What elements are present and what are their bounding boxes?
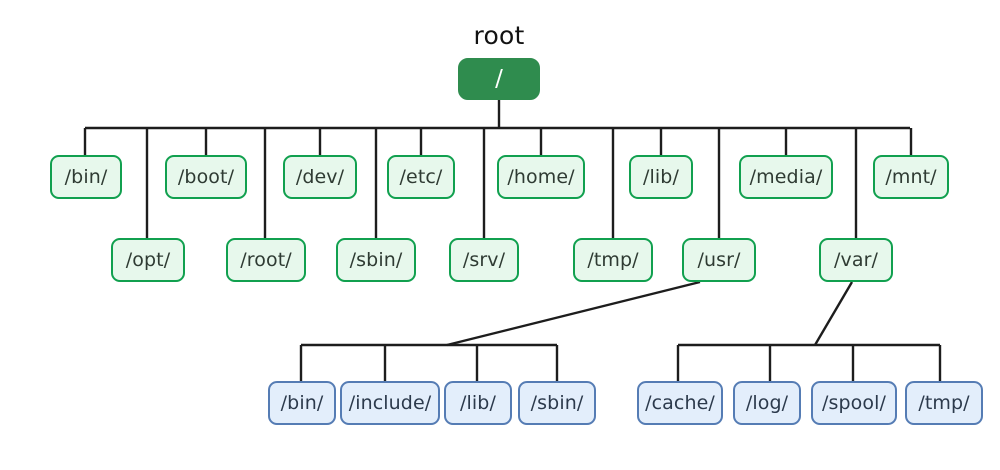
node-label: /home/ — [507, 166, 575, 188]
node-usr-bin[interactable]: /bin/ — [268, 381, 336, 425]
node-srv[interactable]: /srv/ — [449, 238, 519, 282]
node-label: /opt/ — [125, 249, 171, 271]
node-label: /include/ — [348, 392, 432, 414]
root-caption: root — [473, 21, 525, 50]
node-sbin[interactable]: /sbin/ — [336, 238, 416, 282]
node-label: /bin/ — [64, 166, 108, 188]
node-label: /lib/ — [460, 392, 496, 414]
node-var-cache[interactable]: /cache/ — [637, 381, 723, 425]
node-home[interactable]: /home/ — [497, 155, 585, 199]
node-bin[interactable]: /bin/ — [50, 155, 122, 199]
node-label: /usr/ — [697, 249, 741, 271]
node-boot[interactable]: /boot/ — [165, 155, 247, 199]
edge-var-diagonal — [813, 281, 854, 346]
node-usr-sbin[interactable]: /sbin/ — [518, 381, 596, 425]
node-label: /media/ — [749, 166, 823, 188]
node-opt[interactable]: /opt/ — [111, 238, 185, 282]
node-usr-include[interactable]: /include/ — [340, 381, 440, 425]
node-dev[interactable]: /dev/ — [283, 155, 357, 199]
node-root-label: / — [495, 66, 503, 92]
node-label: /etc/ — [399, 166, 443, 188]
node-tmp[interactable]: /tmp/ — [573, 238, 653, 282]
node-var-tmp[interactable]: /tmp/ — [905, 381, 983, 425]
node-var-log[interactable]: /log/ — [733, 381, 801, 425]
node-usr-lib[interactable]: /lib/ — [444, 381, 512, 425]
node-label: /sbin/ — [530, 392, 584, 414]
node-lib[interactable]: /lib/ — [629, 155, 693, 199]
node-label: /spool/ — [822, 392, 886, 414]
node-var-spool[interactable]: /spool/ — [811, 381, 897, 425]
node-label: /tmp/ — [918, 392, 970, 414]
node-root[interactable]: /root/ — [226, 238, 306, 282]
node-label: /boot/ — [177, 166, 235, 188]
node-label: /srv/ — [462, 249, 506, 271]
node-mnt[interactable]: /mnt/ — [873, 155, 949, 199]
node-root[interactable]: / — [458, 58, 540, 100]
node-label: /mnt/ — [885, 166, 937, 188]
node-label: /var/ — [833, 249, 878, 271]
node-var[interactable]: /var/ — [819, 238, 893, 282]
node-label: /sbin/ — [349, 249, 403, 271]
node-media[interactable]: /media/ — [739, 155, 833, 199]
node-label: /root/ — [240, 249, 292, 271]
node-label: /log/ — [745, 392, 789, 414]
node-label: /lib/ — [643, 166, 679, 188]
edge-usr-diagonal — [446, 280, 701, 347]
node-label: /tmp/ — [587, 249, 639, 271]
node-etc[interactable]: /etc/ — [387, 155, 455, 199]
node-label: /cache/ — [645, 392, 715, 414]
node-label: /dev/ — [295, 166, 345, 188]
node-label: /bin/ — [280, 392, 324, 414]
node-usr[interactable]: /usr/ — [682, 238, 756, 282]
